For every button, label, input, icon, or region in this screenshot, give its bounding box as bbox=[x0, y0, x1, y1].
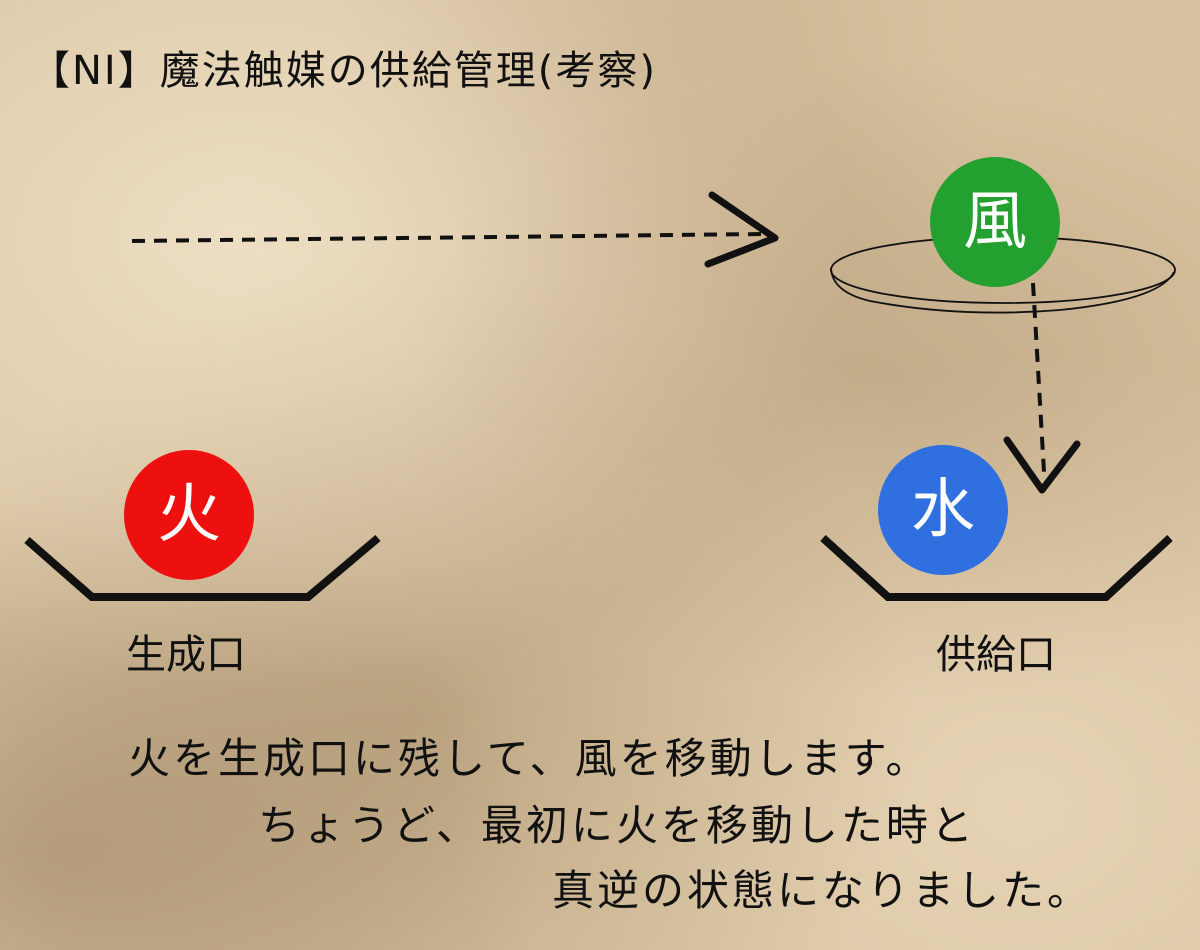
description-line-3: 真逆の状態になりました。 bbox=[552, 866, 1093, 915]
wind-label: 風 bbox=[963, 185, 1027, 259]
water-label: 水 bbox=[911, 473, 975, 547]
description-line-1: 火を生成口に残して、風を移動します。 bbox=[128, 734, 931, 783]
arrow-to-water bbox=[1003, 282, 1081, 494]
generation-port-tray bbox=[24, 534, 381, 601]
fire-label: 火 bbox=[157, 478, 221, 552]
description-line-2: ちょうど、最初に火を移動した時と bbox=[258, 801, 976, 850]
page-title: 【NI】魔法触媒の供給管理(考察) bbox=[30, 48, 657, 94]
water-node: 水 bbox=[878, 445, 1008, 575]
wind-node: 風 bbox=[930, 157, 1060, 287]
generation-port-label: 生成口 bbox=[126, 632, 246, 678]
fire-node: 火 bbox=[124, 450, 254, 580]
arrow-to-wind bbox=[131, 191, 779, 268]
supply-port-label: 供給口 bbox=[936, 632, 1056, 678]
supply-port-tray bbox=[820, 535, 1173, 601]
